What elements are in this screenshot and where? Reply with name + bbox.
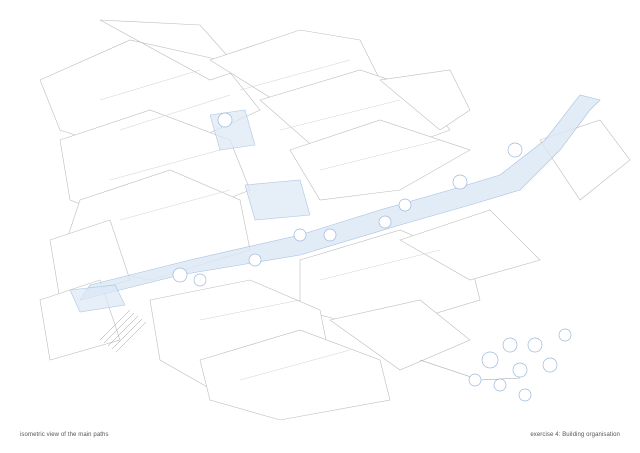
trees (172, 112, 572, 402)
main-path (69, 94, 601, 313)
building-grid-lines (99, 59, 441, 381)
buildings (39, 19, 631, 421)
caption-view-title: isometric view of the main paths (20, 432, 109, 438)
caption-exercise-title: exercise 4: Building organisation (530, 432, 620, 438)
